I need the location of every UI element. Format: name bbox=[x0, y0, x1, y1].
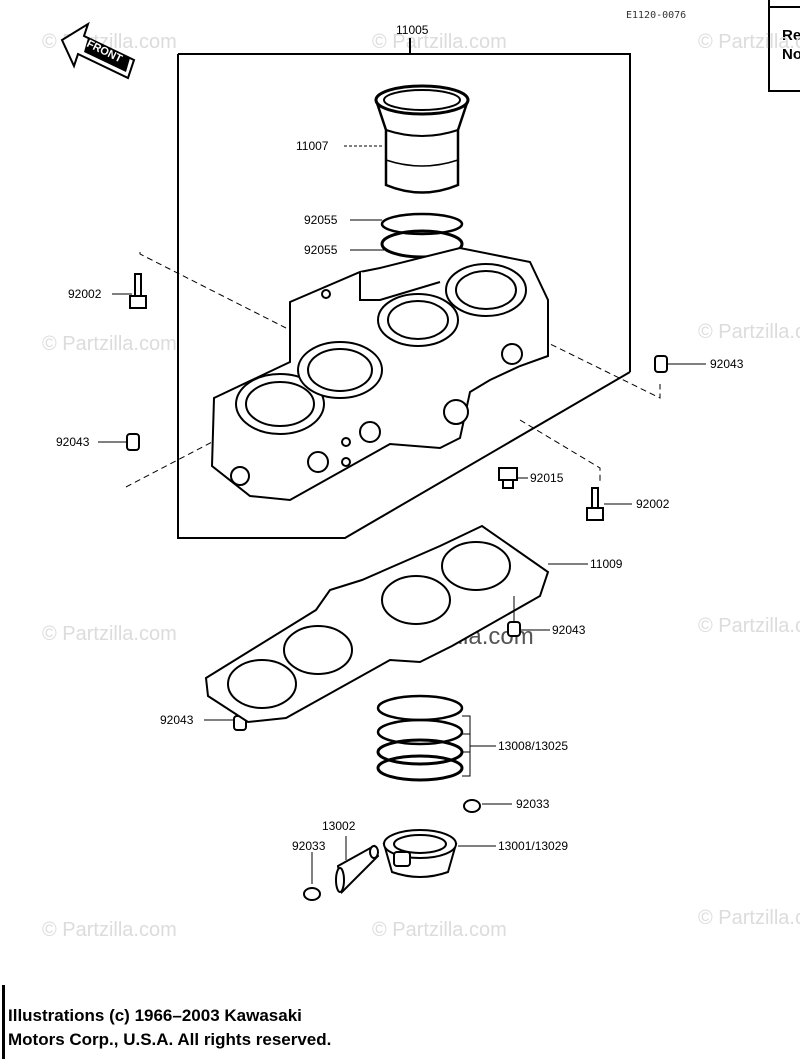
callout-labels: 11005 11007 92055 92055 92002 92043 9204… bbox=[56, 23, 744, 853]
watermark: © Partzilla.com bbox=[372, 31, 507, 53]
watermark: © Partzilla.com bbox=[698, 907, 800, 929]
head-gasket-icon bbox=[204, 524, 550, 724]
piston-pin-icon bbox=[335, 844, 380, 895]
footer-border bbox=[2, 985, 5, 1059]
watermark: © Partzilla.com bbox=[372, 919, 507, 941]
small-parts bbox=[126, 273, 668, 731]
corner-rule-bottom bbox=[768, 90, 800, 92]
callout-92033-a: 92033 bbox=[516, 797, 550, 811]
assembly-frame bbox=[177, 38, 631, 539]
callout-92043-d: 92043 bbox=[160, 713, 194, 727]
callout-92043-c: 92043 bbox=[552, 623, 586, 637]
corner-text-line-2: No bbox=[782, 46, 800, 63]
diagram-code: E1120-0076 bbox=[626, 10, 687, 21]
callout-92043-a: 92043 bbox=[710, 357, 744, 371]
cylinder-sleeve-icon bbox=[374, 84, 470, 194]
callout-92043-b: 92043 bbox=[56, 435, 90, 449]
corner-rule-top bbox=[768, 6, 800, 8]
circlip-icon bbox=[303, 799, 481, 901]
callout-92055-a: 92055 bbox=[304, 213, 338, 227]
callout-92055-b: 92055 bbox=[304, 243, 338, 257]
watermark: © Partzilla.com bbox=[42, 919, 177, 941]
watermark: © Partzilla.com bbox=[42, 623, 177, 645]
corner-text: Re No bbox=[782, 26, 800, 64]
corner-border bbox=[768, 0, 770, 92]
copyright-line-1: Illustrations (c) 1966–2003 Kawasaki bbox=[8, 1006, 302, 1025]
callout-11009: 11009 bbox=[590, 557, 623, 571]
piston-icon bbox=[382, 829, 458, 878]
piston-ring-icon bbox=[376, 694, 464, 782]
callout-11005: 11005 bbox=[396, 23, 429, 37]
cylinder-block-icon bbox=[210, 246, 549, 502]
watermark: © Partzilla.com bbox=[698, 321, 800, 343]
callout-92002-b: 92002 bbox=[636, 497, 670, 511]
watermark: © Partzilla.com bbox=[698, 31, 800, 53]
watermark: © Partzilla.com bbox=[42, 333, 177, 355]
callout-13008-13025: 13008/13025 bbox=[498, 739, 568, 753]
front-arrow-icon: FRONT bbox=[60, 21, 136, 80]
copyright-line-2: Motors Corp., U.S.A. All rights reserved… bbox=[8, 1030, 332, 1049]
callout-13002: 13002 bbox=[322, 819, 356, 833]
copyright-footer: Illustrations (c) 1966–2003 Kawasaki Mot… bbox=[8, 1004, 331, 1052]
callout-92015: 92015 bbox=[530, 471, 564, 485]
callout-11007: 11007 bbox=[296, 139, 329, 153]
callout-92033-b: 92033 bbox=[292, 839, 326, 853]
callout-92002-a: 92002 bbox=[68, 287, 102, 301]
corner-text-line-1: Re bbox=[782, 27, 800, 44]
watermark: © Partzilla.com bbox=[698, 615, 800, 637]
watermark-layer: © Partzilla.com © Partzilla.com © Partzi… bbox=[42, 31, 800, 941]
callout-13001-13029: 13001/13029 bbox=[498, 839, 568, 853]
leader-lines bbox=[98, 145, 706, 884]
